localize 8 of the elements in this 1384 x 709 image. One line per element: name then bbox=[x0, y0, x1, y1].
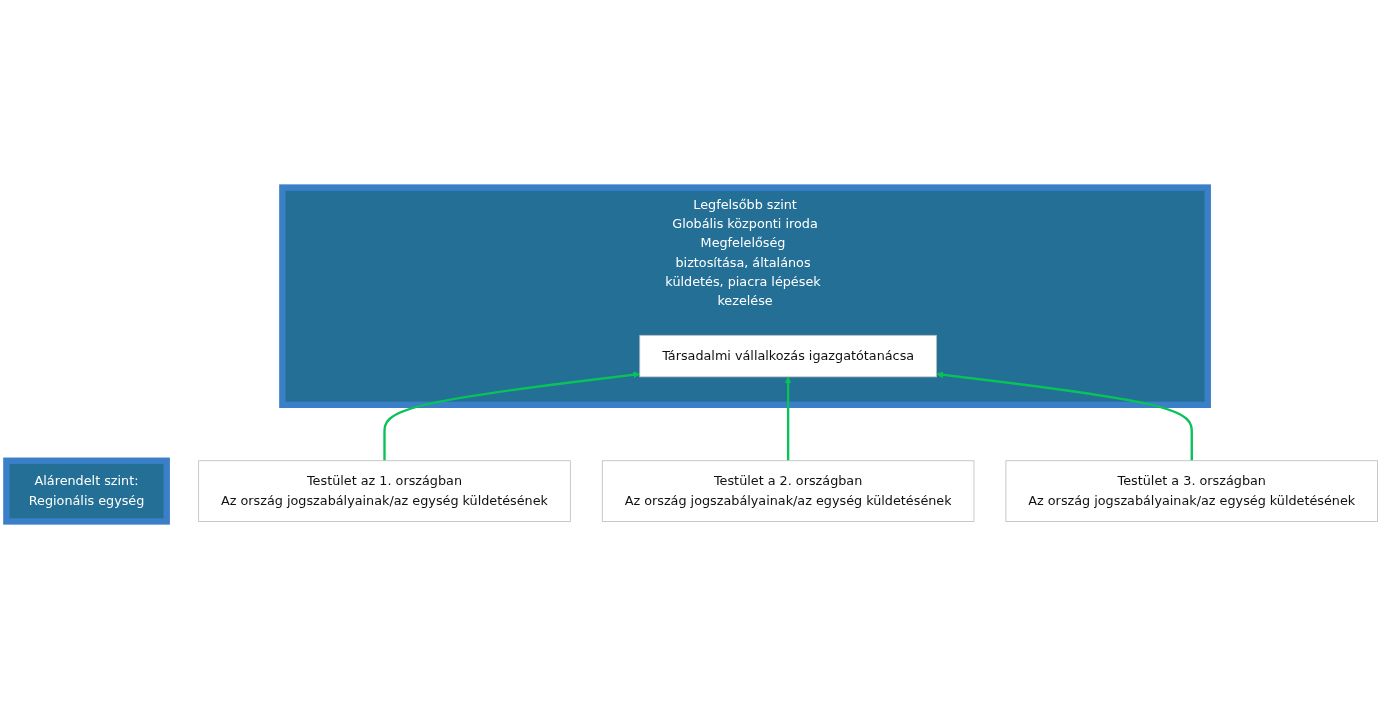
arrow bbox=[936, 371, 1193, 461]
node-box: Testület az 1. országban Az ország jogszabályainak/az egység küldetésének bbox=[198, 460, 571, 522]
arrow bbox=[383, 371, 641, 461]
node-box: Testület a 2. országban Az ország jogszabályainak/az egység küldetésének bbox=[601, 460, 975, 522]
node-box: Testület a 3. országban Az ország jogszabályainak/az egység küldetésének bbox=[1005, 460, 1378, 522]
arrow bbox=[784, 376, 792, 461]
node-box: Alárendelt szint: Regionális egység bbox=[3, 457, 170, 525]
node-box: Társadalmi vállalkozás igazgatótanácsa bbox=[639, 334, 937, 378]
